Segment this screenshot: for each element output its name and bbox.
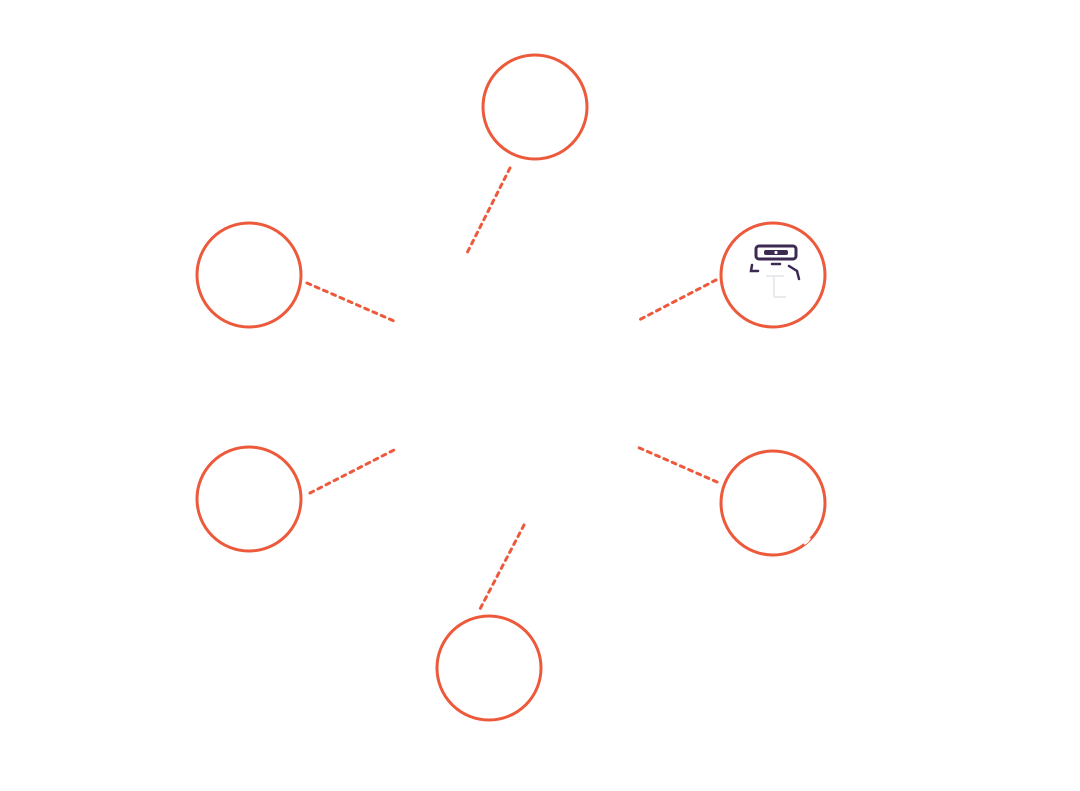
node-lower-right <box>719 449 827 557</box>
node-notch <box>803 537 811 545</box>
robot-icon <box>749 244 801 298</box>
connectors <box>305 166 719 611</box>
node-bottom <box>435 614 543 722</box>
connector-upper-right <box>637 278 718 322</box>
node-upper-left <box>195 221 303 329</box>
connector-lower-left <box>308 448 396 495</box>
node-lower-left <box>195 445 303 553</box>
connector-lower-right <box>633 444 719 484</box>
nodes <box>195 53 827 722</box>
node-top <box>481 53 589 161</box>
connector-upper-left <box>305 281 396 323</box>
node-upper-right <box>719 221 827 329</box>
connector-bottom <box>478 523 526 611</box>
connector-top <box>465 166 512 255</box>
